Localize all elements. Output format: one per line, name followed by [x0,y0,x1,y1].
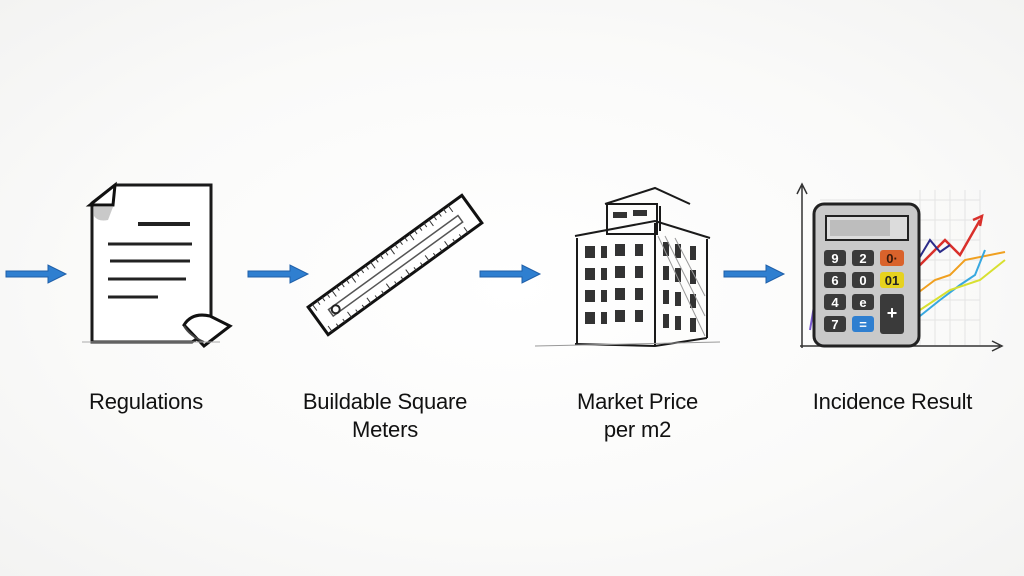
step-label-buildable-square-meters: Buildable Square Meters [285,388,485,444]
step-label-text: Incidence Result [812,389,973,414]
step-label-incidence-result: Incidence Result [795,388,990,416]
step-label-line2: Meters [351,417,419,442]
calculator-chart-icon: 9 2 0· 6 0 01 4 e + 7 = [796,182,1006,352]
building-icon [535,186,720,348]
svg-text:0·: 0· [886,251,898,266]
flow-arrow-icon [247,264,310,284]
svg-text:01: 01 [885,273,899,288]
step-label-line1: Buildable Square [302,389,468,414]
step-label-line1: Market Price [576,389,699,414]
svg-text:7: 7 [831,317,838,332]
svg-text:6: 6 [831,273,838,288]
svg-text:4: 4 [831,295,839,310]
step-label-market-price: Market Price per m2 [545,388,730,444]
flow-arrow-icon [479,264,542,284]
step-label-line2: per m2 [603,417,672,442]
svg-text:+: + [887,303,898,323]
document-icon [82,181,233,349]
ruler-icon [306,193,484,337]
step-label-text: Regulations [89,389,203,414]
flow-arrow-icon [723,264,786,284]
svg-text:e: e [859,295,866,310]
svg-text:9: 9 [831,251,838,266]
svg-text:2: 2 [859,251,866,266]
flow-arrow-icon [5,264,68,284]
step-label-regulations: Regulations [60,388,232,416]
svg-text:=: = [859,317,867,332]
svg-text:0: 0 [859,273,866,288]
